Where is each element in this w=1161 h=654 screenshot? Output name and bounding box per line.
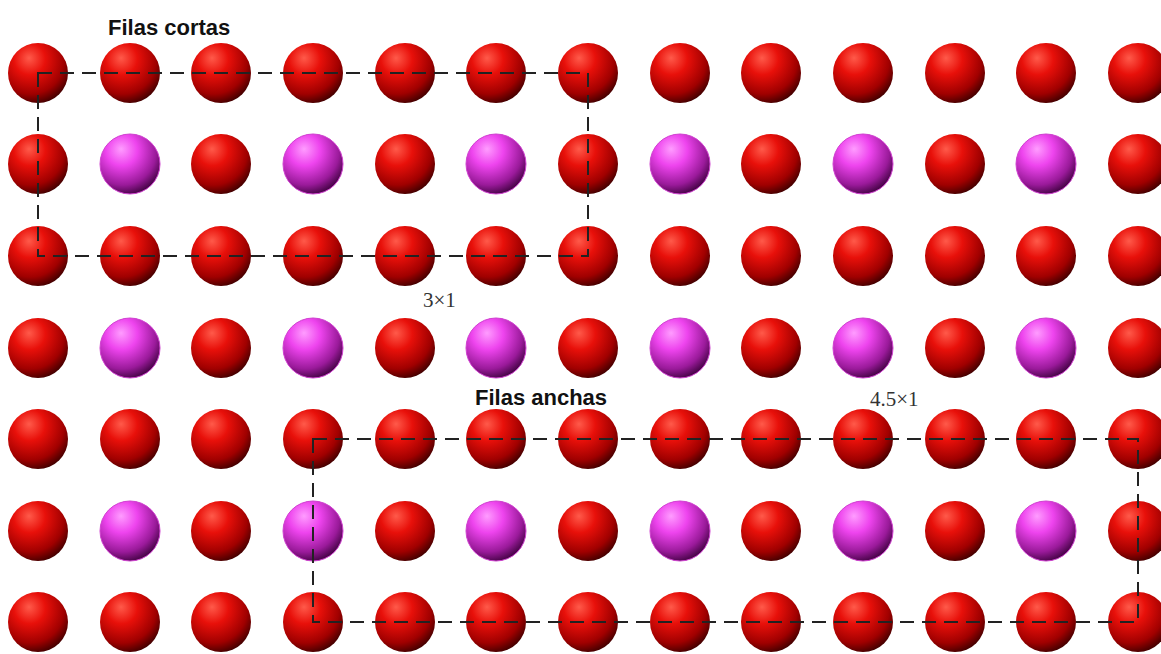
pink-atom (833, 134, 893, 194)
cell-size: 4.5×1 (868, 388, 921, 411)
red-atom (191, 318, 251, 378)
pink-atom (100, 501, 160, 561)
atoms (8, 43, 1161, 652)
red-atom (8, 409, 68, 469)
red-atom (1108, 318, 1161, 378)
red-atom (558, 501, 618, 561)
red-atom (1016, 226, 1076, 286)
unit-cell-3x1 (38, 73, 588, 256)
red-atom (191, 592, 251, 652)
red-atom (1108, 134, 1161, 194)
red-atom (833, 43, 893, 103)
red-atom (1108, 226, 1161, 286)
red-atom (925, 226, 985, 286)
red-atom (741, 409, 801, 469)
red-atom (8, 318, 68, 378)
red-atom (925, 134, 985, 194)
pink-atom (1016, 134, 1076, 194)
pink-atom (466, 318, 526, 378)
pink-atom (650, 318, 710, 378)
red-atom (741, 318, 801, 378)
red-atom (741, 43, 801, 103)
pink-atom (833, 318, 893, 378)
pink-atom (466, 501, 526, 561)
unit-cell-4-5x1 (313, 439, 1138, 622)
red-atom (191, 134, 251, 194)
cell-size: 3×1 (421, 289, 458, 312)
red-atom (558, 318, 618, 378)
red-atom (1108, 592, 1161, 652)
red-atom (1108, 43, 1161, 103)
red-atom (558, 592, 618, 652)
pink-atom (650, 501, 710, 561)
pink-atom (1016, 318, 1076, 378)
pink-atom (1016, 501, 1076, 561)
red-atom (1016, 43, 1076, 103)
red-atom (466, 43, 526, 103)
red-atom (283, 226, 343, 286)
red-atom (741, 226, 801, 286)
red-atom (741, 134, 801, 194)
red-atom (650, 226, 710, 286)
red-atom (100, 592, 160, 652)
red-atom (741, 501, 801, 561)
row-heading: Filas cortas (106, 16, 232, 40)
pink-atom (100, 134, 160, 194)
red-atom (925, 318, 985, 378)
pink-atom (283, 318, 343, 378)
pink-atom (100, 318, 160, 378)
red-atom (375, 318, 435, 378)
pink-atom (283, 134, 343, 194)
red-atom (925, 43, 985, 103)
pink-atom (833, 501, 893, 561)
red-atom (8, 501, 68, 561)
red-atom (833, 226, 893, 286)
red-atom (191, 409, 251, 469)
red-atom (375, 134, 435, 194)
red-atom (191, 501, 251, 561)
red-atom (1108, 501, 1161, 561)
pink-atom (466, 134, 526, 194)
red-atom (100, 409, 160, 469)
red-atom (925, 501, 985, 561)
red-atom (8, 592, 68, 652)
red-atom (375, 501, 435, 561)
red-atom (650, 43, 710, 103)
row-heading: Filas anchas (473, 386, 609, 410)
pink-atom (650, 134, 710, 194)
